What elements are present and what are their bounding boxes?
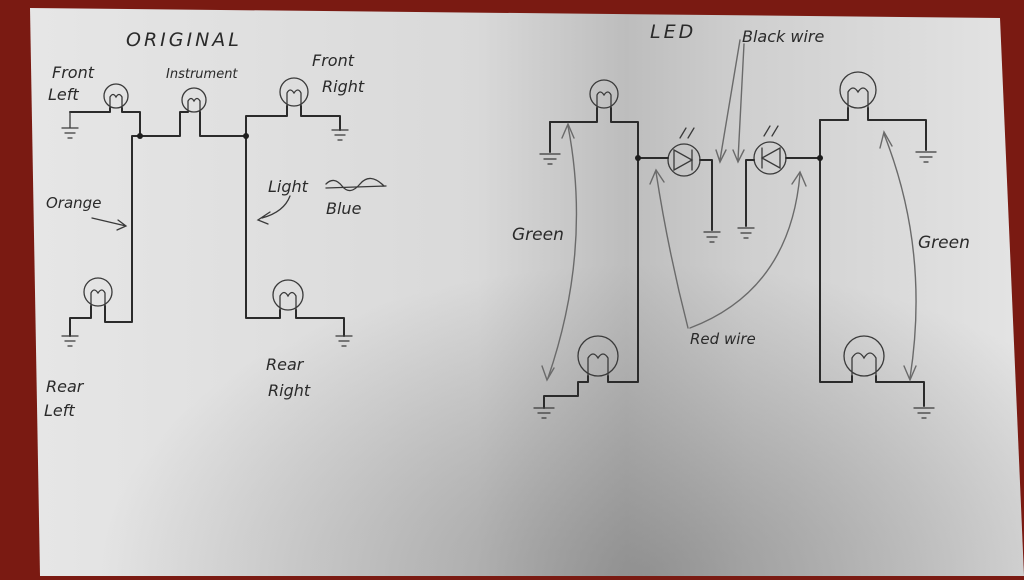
bulb-led-front-right [839, 71, 877, 109]
label-front-right-2: Right [322, 77, 365, 96]
label-blue: Blue [326, 199, 362, 218]
green-arrows-left [541, 122, 578, 382]
label-front-left-2: Left [48, 85, 79, 104]
ground-symbols-original [61, 111, 353, 347]
label-rear-left-1: Rear [46, 377, 85, 396]
bulb-front-right [279, 77, 309, 107]
label-green-left: Green [512, 225, 564, 245]
label-green-right: Green [918, 233, 970, 253]
led-title: LED [650, 21, 696, 43]
label-rear-right-2: Right [268, 381, 311, 400]
bulb-led-rear-right [843, 335, 885, 377]
light-blue-arrow [256, 195, 291, 225]
label-rear-left-2: Left [44, 401, 75, 420]
label-front-left-1: Front [52, 63, 95, 82]
led-wiring [543, 107, 927, 409]
label-instrument: Instrument [166, 67, 238, 82]
original-title: ORIGINAL [126, 29, 242, 51]
bulb-led-rear-left [577, 335, 619, 377]
bulb-rear-left [83, 277, 113, 307]
red-wire-arrows [649, 168, 807, 329]
label-red-wire: Red wire [690, 330, 756, 348]
label-light: Light [268, 177, 309, 196]
bulb-rear-right [272, 279, 304, 311]
label-black-wire: Black wire [742, 27, 824, 46]
label-orange: Orange [46, 194, 101, 212]
original-wiring [69, 105, 345, 337]
black-wire-arrows [715, 39, 745, 164]
bulb-instrument [181, 87, 207, 113]
bulb-led-front-left [589, 79, 619, 109]
ground-symbols-led [533, 151, 937, 419]
bulb-front-left [103, 83, 129, 109]
green-arrows-right [879, 130, 917, 382]
orange-arrow [91, 217, 128, 231]
hand-shadow [30, 8, 1024, 576]
label-rear-right-1: Rear [266, 355, 305, 374]
label-front-right-1: Front [312, 51, 355, 70]
scribbled-word [325, 177, 387, 192]
